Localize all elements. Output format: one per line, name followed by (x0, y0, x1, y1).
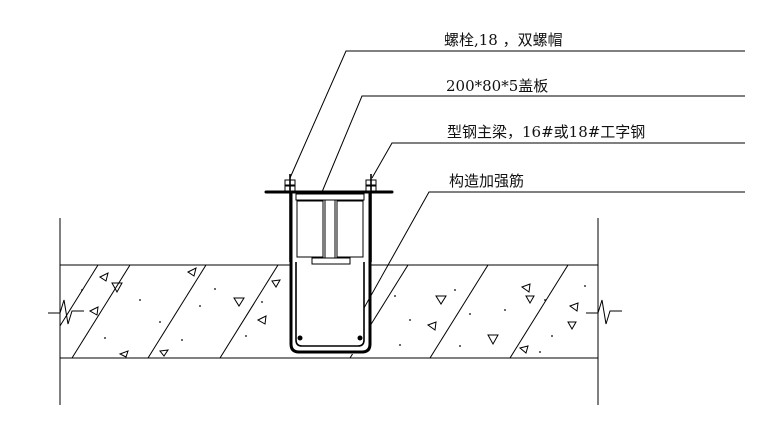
left-filler-block (296, 200, 324, 258)
leader-bolt (289, 50, 745, 179)
i-beam-section (295, 193, 365, 265)
i-beam-web (324, 199, 336, 259)
break-line-symbols (48, 299, 622, 325)
stiffener-label: 构造加强筋 (449, 172, 524, 190)
steel-beam-label: 型钢主梁，16#或18#工字钢 (447, 123, 645, 141)
leader-steel-beam (371, 142, 745, 179)
right-filler-block (336, 200, 364, 258)
cover-plate-label: 200*80*5盖板 (446, 77, 548, 95)
leader-cover-plate (321, 95, 745, 193)
embedded-channel (289, 192, 372, 354)
bolt-left (284, 174, 296, 262)
slab-diagonal-hatch (60, 265, 569, 358)
inner-stirrup (295, 262, 365, 347)
aggregate-dots (81, 285, 586, 353)
bolt-label: 螺栓,18 ，双螺帽 (444, 31, 563, 49)
rebar-right (357, 335, 363, 341)
leader-stiffener (363, 191, 745, 309)
u-channel-outer (289, 192, 372, 354)
right-break-symbol (586, 299, 622, 325)
leader-lines (289, 50, 745, 309)
left-break-symbol (48, 299, 84, 325)
rebar-left (297, 335, 303, 341)
bolt-right (365, 174, 377, 262)
aggregate-triangles (88, 267, 579, 358)
